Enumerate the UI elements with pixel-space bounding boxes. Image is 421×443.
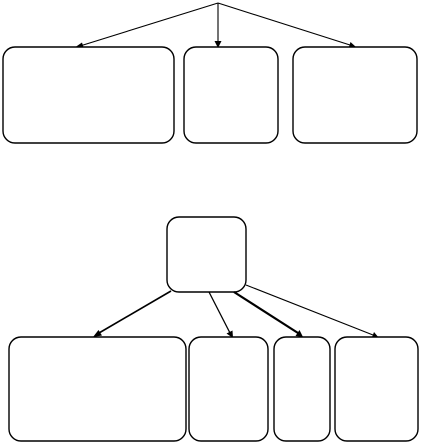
edge-bottom-root-to-2 [208,291,231,334]
edge-bottom-root-to-4 [245,284,374,336]
edge-top-root-to-left [79,2,219,47]
arrowhead-bottom-3 [295,330,303,337]
node-bottom-4 [334,336,419,442]
edge-bottom-root-to-1 [98,290,172,334]
node-top-middle [183,46,279,144]
node-bottom-1 [8,336,187,442]
node-top-left [2,46,175,144]
top-tree [2,2,418,144]
edge-bottom-root-to-3 [233,291,299,334]
node-bottom-3 [273,336,331,442]
arrowhead-bottom-2 [226,330,233,338]
node-bottom-root [166,216,247,293]
arrowhead-bottom-1 [93,330,102,337]
arrowhead-top-middle [214,41,222,48]
node-bottom-2 [188,336,269,442]
node-top-right [292,46,418,144]
edge-top-root-to-right [217,2,351,46]
bottom-tree [8,216,419,442]
